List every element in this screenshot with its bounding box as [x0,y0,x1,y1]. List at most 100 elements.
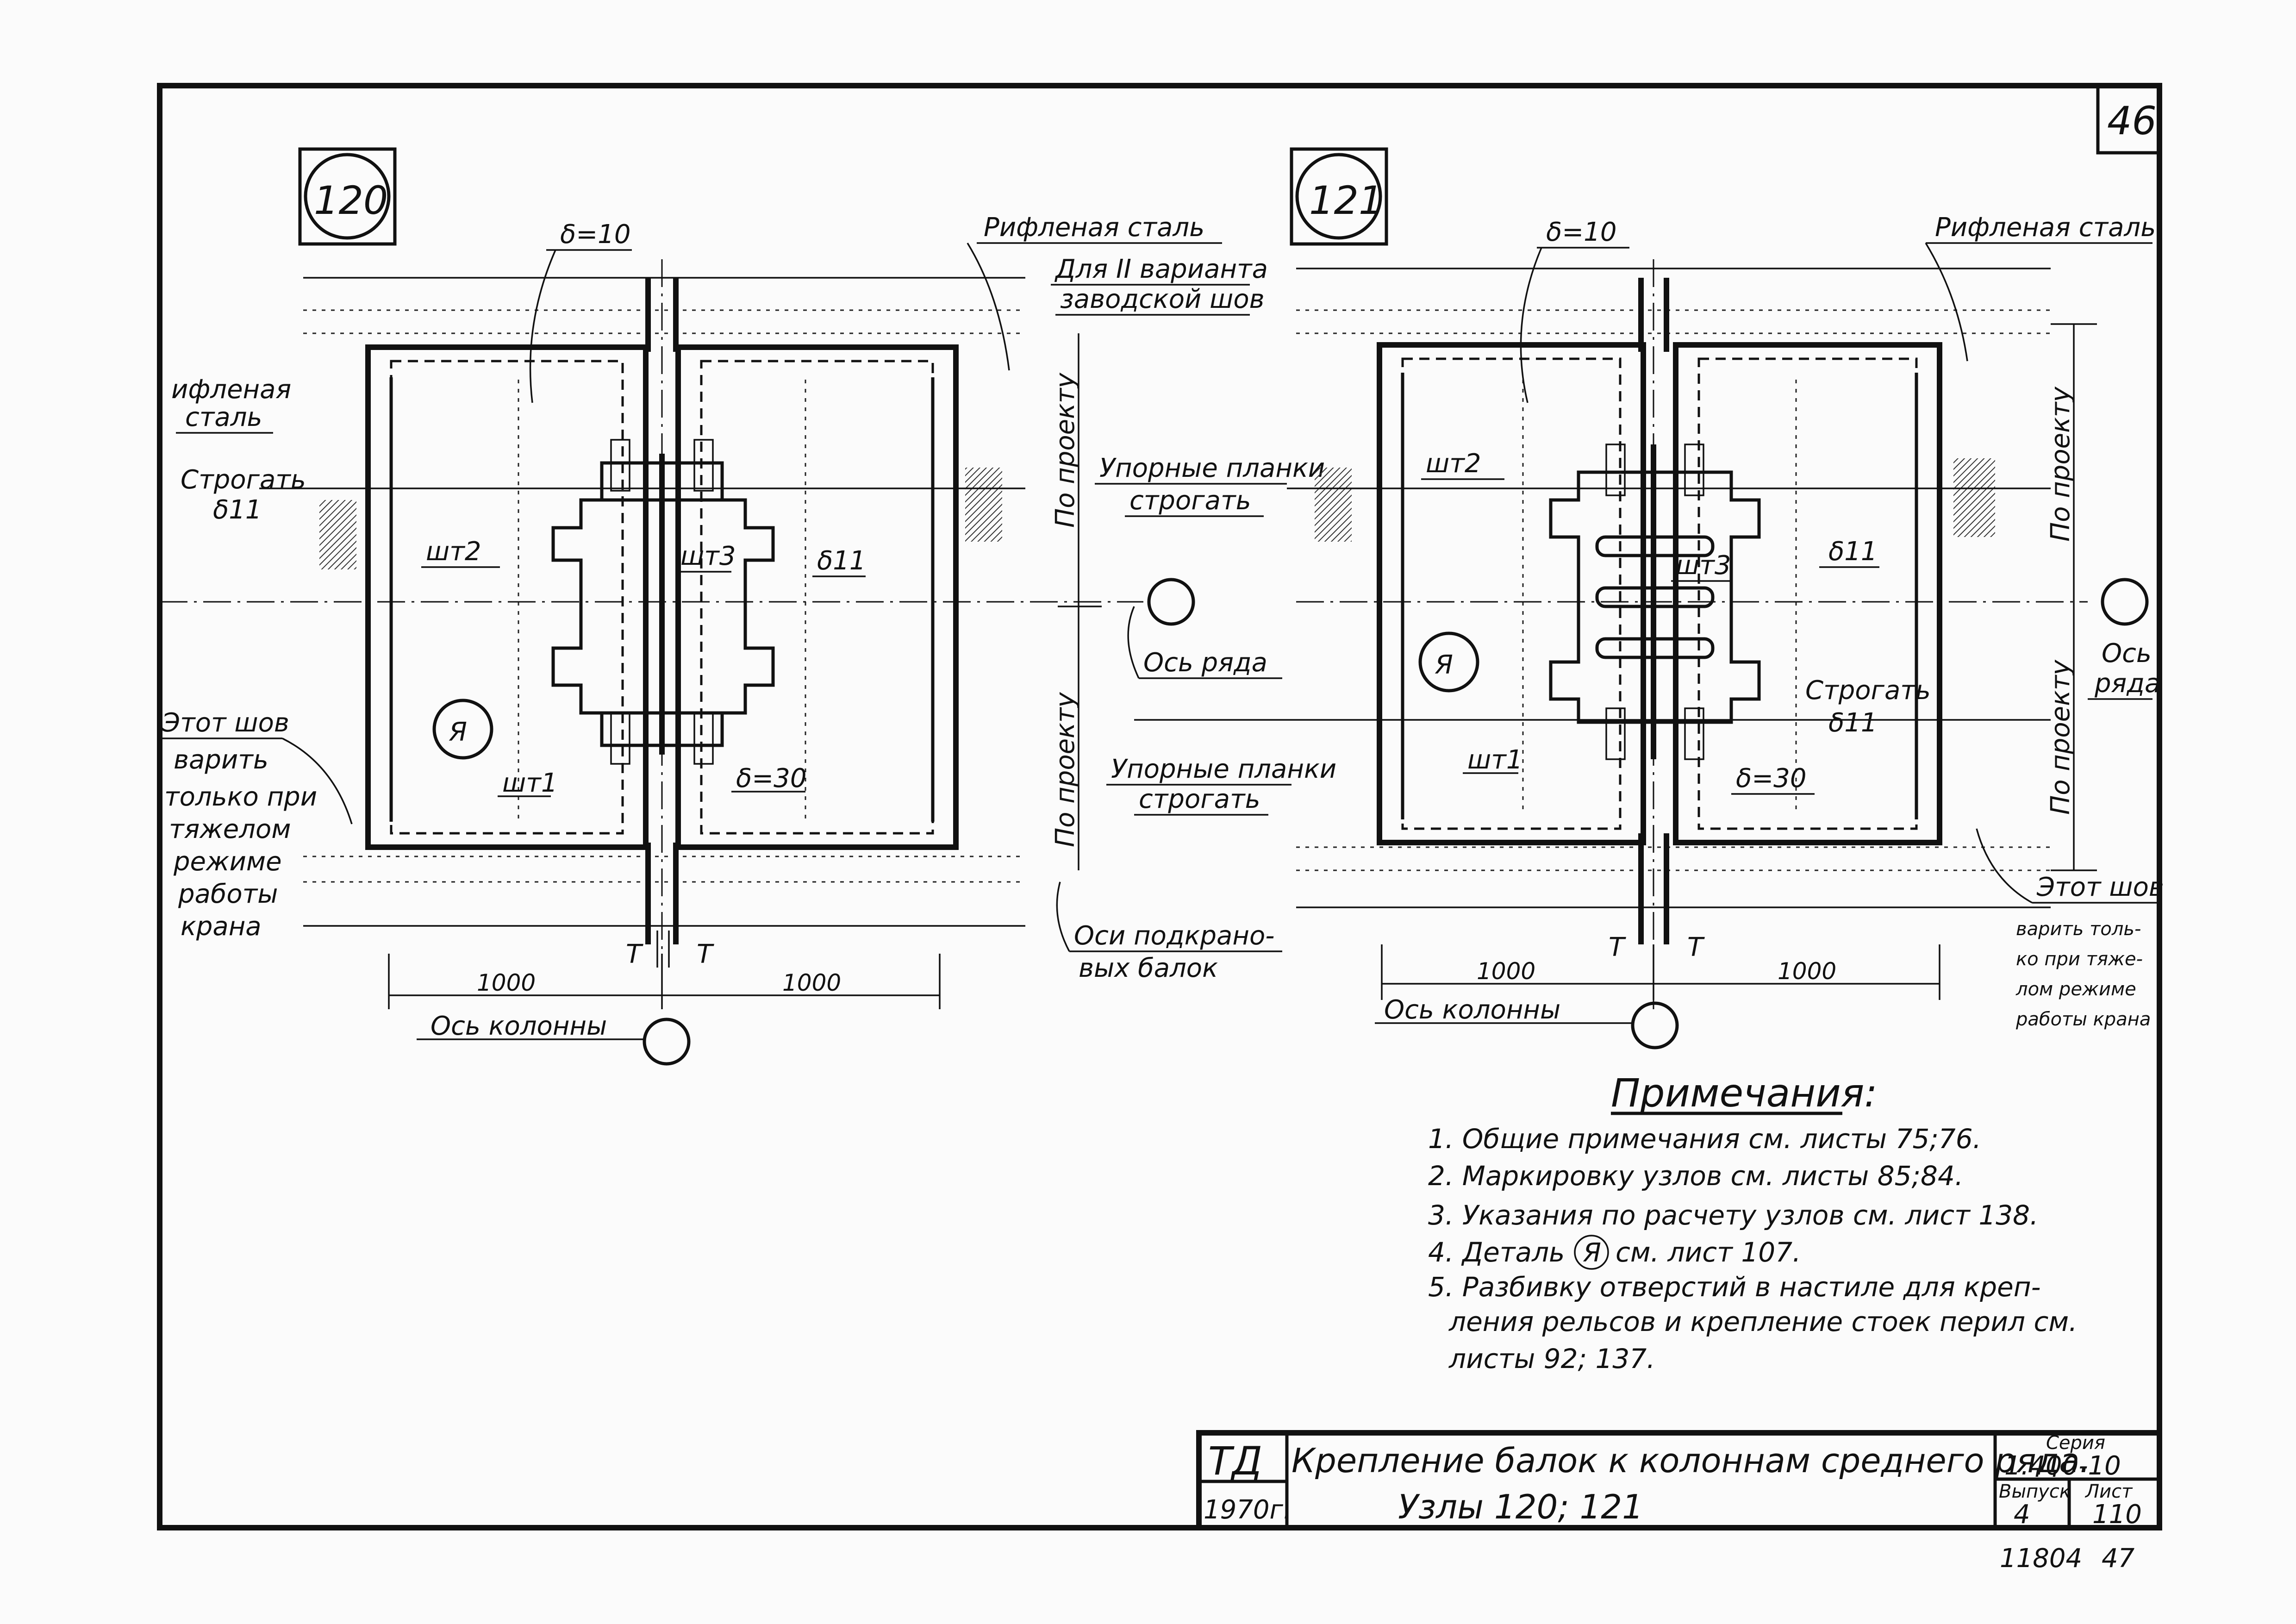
delta-bottom-121: δ=30 [1736,763,1806,793]
sht2-120: шт2 [426,537,481,567]
dim-left-121: 1000 [1477,958,1535,985]
delta11-120: δ11 [817,546,866,576]
stop-plates-2: строгать [1129,486,1251,516]
svg-text:варить толь-: варить толь- [2016,918,2141,940]
row-axis-marker [1147,578,1195,626]
detail-a-marker-120 [432,699,493,760]
issue-value: 4 [2014,1499,2030,1530]
node-121: 121 [1134,147,2164,1049]
per-project-bottom-121: По проекту [2046,660,2076,815]
issue-label: Выпуск [1999,1481,2071,1502]
detail-a-marker-121 [1418,631,1479,693]
note-4b: см. лист 107. [1616,1237,1801,1268]
force-right-121: Т [1687,932,1705,962]
svg-text:режиме: режиме [173,847,282,877]
ribbed-steel-left-2: сталь [185,402,262,432]
svg-text:крана: крана [181,912,262,942]
ribbed-steel-top-121: Рифленая сталь [1935,212,2156,243]
force-left-120: Т [626,939,643,969]
force-left-121: Т [1609,932,1626,962]
svg-text:только при: только при [164,782,317,812]
svg-text:Этот шов: Этот шов [162,708,289,738]
detail-a-120: Я [449,717,467,747]
notes-heading: Примечания: [1611,1070,1878,1116]
delta11-121: δ11 [1828,537,1878,567]
node-120-frame [298,147,397,246]
note-4: 4. Деталь [1428,1237,1565,1268]
node-121-frame [1290,147,1388,246]
variant-1: Для II варианта [1054,254,1268,284]
node-121-number: 121 [1309,178,1383,223]
weld-note-121: Этот шов варить толь- ко при тяже- лом р… [1976,828,2164,1030]
series-label: Серия [2046,1432,2105,1454]
svg-text:работы: работы [178,879,278,909]
column-axis-label-120: Ось колонны [430,1011,607,1041]
detail-a-121: Я [1435,650,1453,680]
node-121-circle [1295,153,1382,240]
middle-annotations: Для II варианта заводской шов По проекту… [1050,254,1336,983]
note-1: 1. Общие примечания см. листы 75;76. [1428,1123,1981,1155]
stop-plates-b1: Упорные планки [1111,754,1336,784]
title-line-1: Крепление балок к колоннам среднего ряда… [1292,1441,2090,1480]
archive-number-2: 47 [2102,1543,2135,1574]
org-mark: ТД [1208,1438,1262,1484]
delta-top-121: δ=10 [1546,217,1616,247]
plane-label-121: Строгать [1805,675,1931,706]
per-project-bottom: По проекту [1050,692,1080,847]
force-right-120: Т [697,939,714,969]
column-axis-marker-120 [643,1018,691,1066]
ribbed-steel-left-1: ифленая [171,375,291,405]
notes-block: Примечания: 1. Общие примечания см. лист… [1428,1070,2078,1374]
delta-top-120: δ=10 [560,219,630,250]
svg-text:Этот шов: Этот шов [2036,872,2164,902]
node-120: 120 [160,147,1222,1066]
sht2-121: шт2 [1426,449,1481,479]
row-axis-marker-121 [2101,578,2149,626]
ribbed-steel-top-120: Рифленая сталь [984,212,1204,243]
dim-right-120: 1000 [782,969,841,996]
plane-label-120: Строгать [181,465,306,495]
beam-panel-right [675,344,959,850]
title-year: 1970г. [1204,1495,1292,1525]
svg-text:работы крана: работы крана [2015,1009,2151,1030]
sheet-frame: 46 [157,83,2162,1530]
column-axis-marker-121 [1631,1001,1679,1049]
svg-text:тяжелом: тяжелом [169,814,291,844]
sht1-120: шт1 [502,768,558,798]
row-axis-121-1: Ось [2102,638,2152,668]
sht1-121: шт1 [1467,745,1523,775]
row-axis-121-2: ряда [2094,668,2160,699]
row-axis-label: Ось ряда [1143,648,1267,678]
beam-panel-left-121 [1377,342,1646,845]
per-project-top-121: По проекту [2046,387,2076,542]
title-block: ТД 1970г. Крепление балок к колоннам сре… [1196,1430,2162,1574]
node-120-number: 120 [314,178,388,223]
stop-plates-1: Упорные планки [1099,453,1325,483]
note-detail-marker [1574,1235,1609,1270]
crane-axis-2: вых балок [1079,953,1218,983]
sht3-120: шт3 [680,541,736,571]
dim-left-120: 1000 [477,969,536,996]
plane-sub-120: δ11 [213,495,262,525]
note-5b: ления рельсов и крепление стоек перил см… [1448,1306,2078,1337]
column-axis-label-121: Ось колонны [1384,995,1560,1025]
note-detail-ref: Я [1583,1238,1601,1268]
dim-right-121: 1000 [1778,958,1836,985]
per-project-top: По проекту [1050,373,1080,528]
beam-panel-right-121 [1673,342,1942,845]
series-value: 1.400-10 [2004,1451,2121,1481]
note-2: 2. Маркировку узлов см. листы 85;84. [1428,1160,1963,1192]
note-5c: листы 92; 137. [1448,1343,1655,1374]
weld-note-120: Этот шов варить только при тяжелом режим… [160,708,353,942]
svg-text:лом режиме: лом режиме [2015,979,2136,1000]
node-120-circle [304,153,391,240]
sheet-value: 110 [2092,1499,2142,1530]
connection-plate [551,498,775,715]
crane-axis-1: Оси подкрано- [1074,921,1274,951]
note-5: 5. Разбивку отверстий в настиле для креп… [1428,1271,2041,1303]
svg-text:ко при тяже-: ко при тяже- [2016,949,2143,970]
note-3: 3. Указания по расчету узлов см. лист 13… [1428,1199,2038,1231]
title-line-2: Узлы 120; 121 [1398,1487,1643,1526]
stop-plates-b2: строгать [1139,784,1260,814]
